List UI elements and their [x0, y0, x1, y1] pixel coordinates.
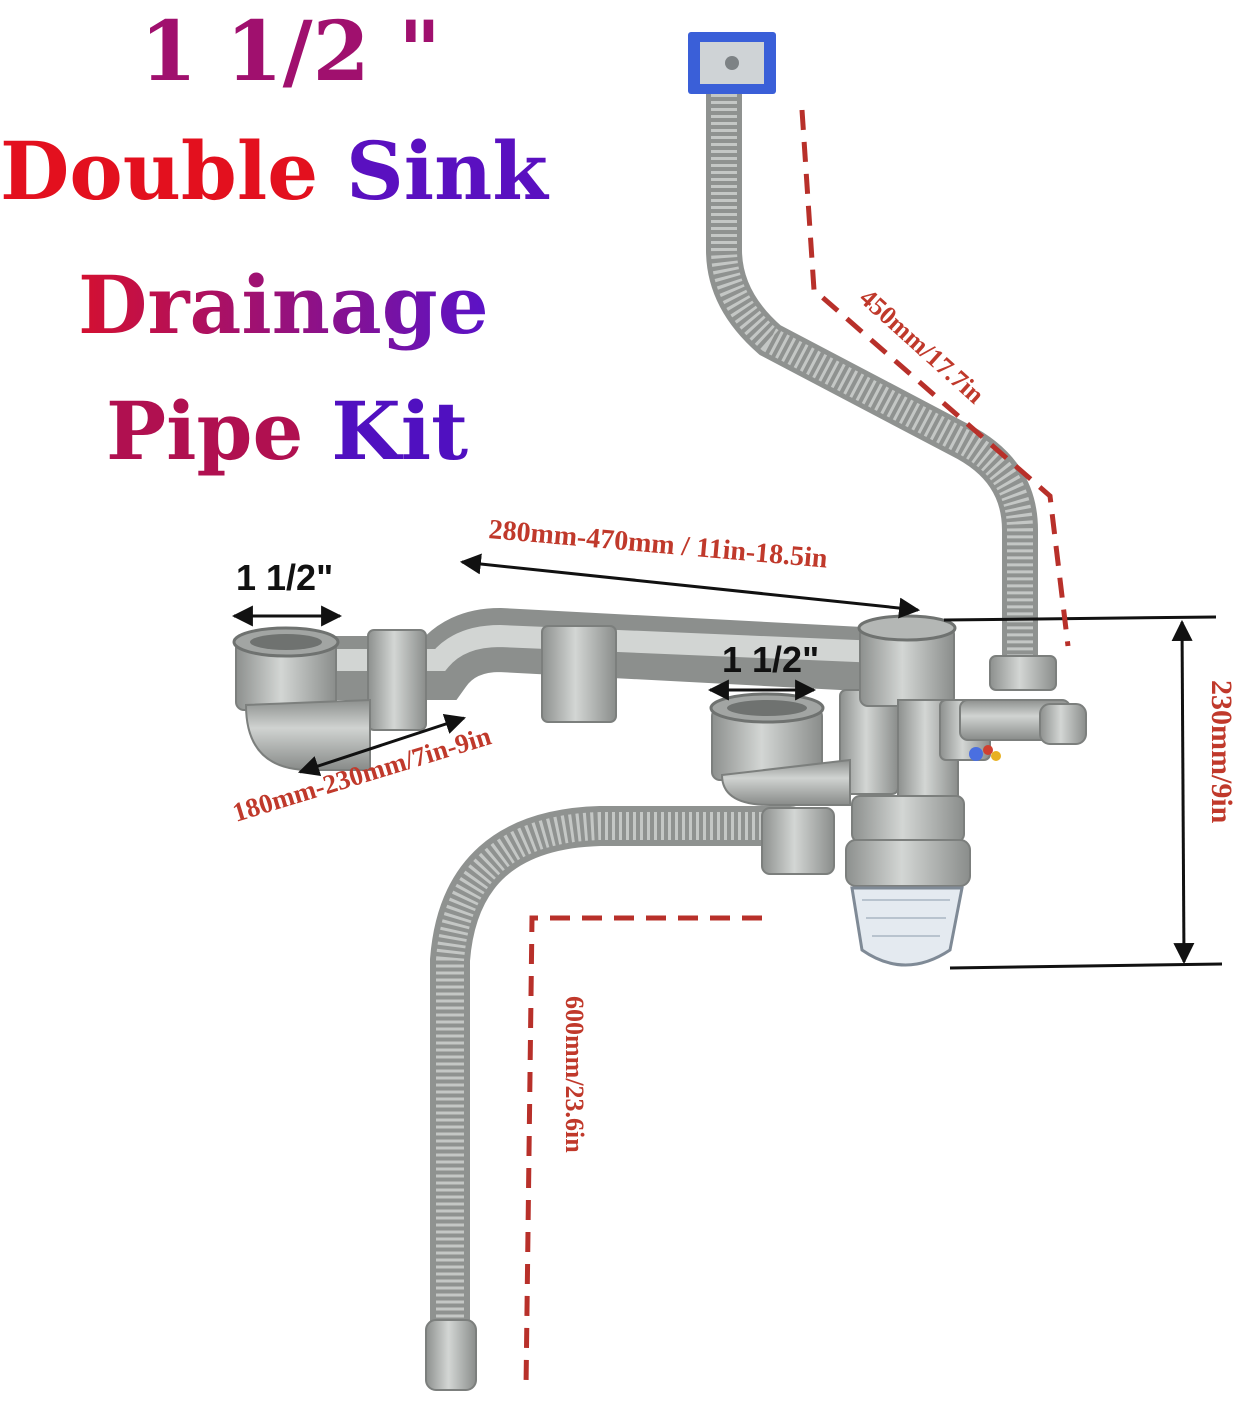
- dashed-guides: [523, 109, 1071, 1389]
- outlet-hose: [425, 806, 835, 1391]
- outlet-hose-label: 600mm/23.6in: [560, 996, 589, 1153]
- title-size-text: 1 1/2 ": [140, 4, 441, 100]
- title-pipe: Pipe: [106, 384, 304, 478]
- dimension-arrows: [231, 553, 1223, 970]
- height-bottom-line: [949, 962, 1223, 970]
- span-arrow: [459, 553, 921, 619]
- title-size: 1 1/2 ": [140, 4, 441, 100]
- branch-arrow: [298, 713, 466, 777]
- outlet-guide: [523, 915, 762, 1389]
- title-line-2: Double Sink: [0, 124, 548, 218]
- overflow-connector: [959, 655, 1087, 761]
- right-sink-connector: [709, 692, 851, 806]
- title-double: Double: [0, 124, 319, 218]
- overflow-plate: [688, 32, 776, 94]
- title-line-4: Pipe Kit: [106, 384, 468, 478]
- title-kit: Kit: [331, 384, 469, 478]
- title-line-3: Drainage: [78, 258, 489, 352]
- title-sink: Sink: [345, 124, 548, 218]
- title-drainage: Drainage: [78, 258, 489, 352]
- height-top-line: [943, 615, 1217, 622]
- span-label: 280mm-470mm / 11in-18.5in: [487, 514, 829, 575]
- main-pipe: [298, 607, 912, 795]
- height-label: 230mm/9in: [1205, 680, 1238, 824]
- overflow-guide: [799, 109, 1071, 647]
- height-arrow: [1171, 619, 1195, 965]
- inlet-left-label: 1 1/2": [236, 557, 333, 598]
- overflow-hose: [706, 62, 1038, 678]
- inlet-right-label: 1 1/2": [722, 639, 819, 680]
